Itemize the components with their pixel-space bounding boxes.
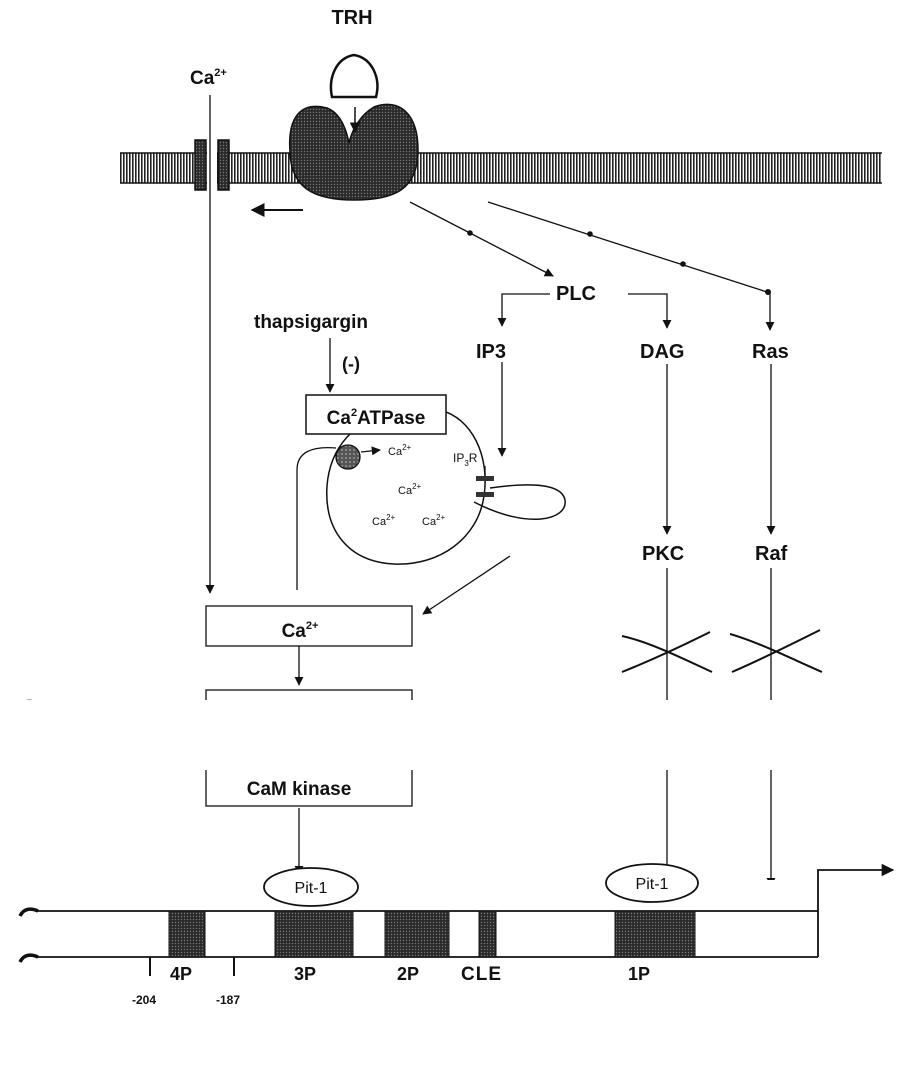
pump-arrow [361, 450, 380, 452]
promoter-dna-strands [20, 701, 38, 754]
store-calcium-label: Ca2+ [422, 513, 446, 528]
extracellular-calcium-label: Ca2+ [190, 67, 227, 89]
cam-kinase-label: CaM kinase [247, 779, 352, 800]
ip3-receptor-channel [476, 492, 494, 497]
trh-label: TRH [331, 7, 372, 29]
pkc-label: PKC [642, 543, 684, 565]
trh-ligand [331, 55, 377, 97]
ip3-receptor-label: IP3R [453, 451, 478, 468]
plc-to-ip3-arrow [502, 294, 550, 326]
thapsigargin-label: thapsigargin [254, 312, 368, 333]
ca-pump [336, 445, 360, 469]
plc-to-dag-arrow [628, 294, 667, 328]
receptor-to-ras-line [488, 202, 770, 293]
store-calcium-label: Ca2+ [372, 513, 396, 528]
receptor-to-plc-arrow [410, 202, 553, 276]
er-extension [474, 485, 565, 519]
cell-membrane [120, 153, 882, 183]
promoter-dna [22, 715, 820, 882]
plc-label: PLC [556, 283, 596, 305]
trh-receptor [290, 104, 418, 200]
pathway-dot [680, 261, 686, 267]
store-calcium-label: Ca2+ [388, 443, 412, 458]
raf-label: Raf [755, 543, 788, 565]
raf-blocked-mark [730, 630, 822, 672]
ca-atpase-label: Ca2ATPase [327, 407, 426, 429]
calcium-channel [195, 140, 229, 190]
ip3-label: IP3 [476, 341, 506, 363]
store-calcium-label: Ca2+ [398, 482, 422, 497]
inhibition-sign: (-) [342, 354, 360, 374]
ip3-receptor-channel [476, 476, 494, 481]
ras-label: Ras [752, 341, 789, 363]
pathway-dot [467, 230, 473, 236]
dag-label: DAG [640, 341, 684, 363]
pathway-dot [587, 231, 593, 237]
calcium-release-arrow [423, 556, 510, 614]
